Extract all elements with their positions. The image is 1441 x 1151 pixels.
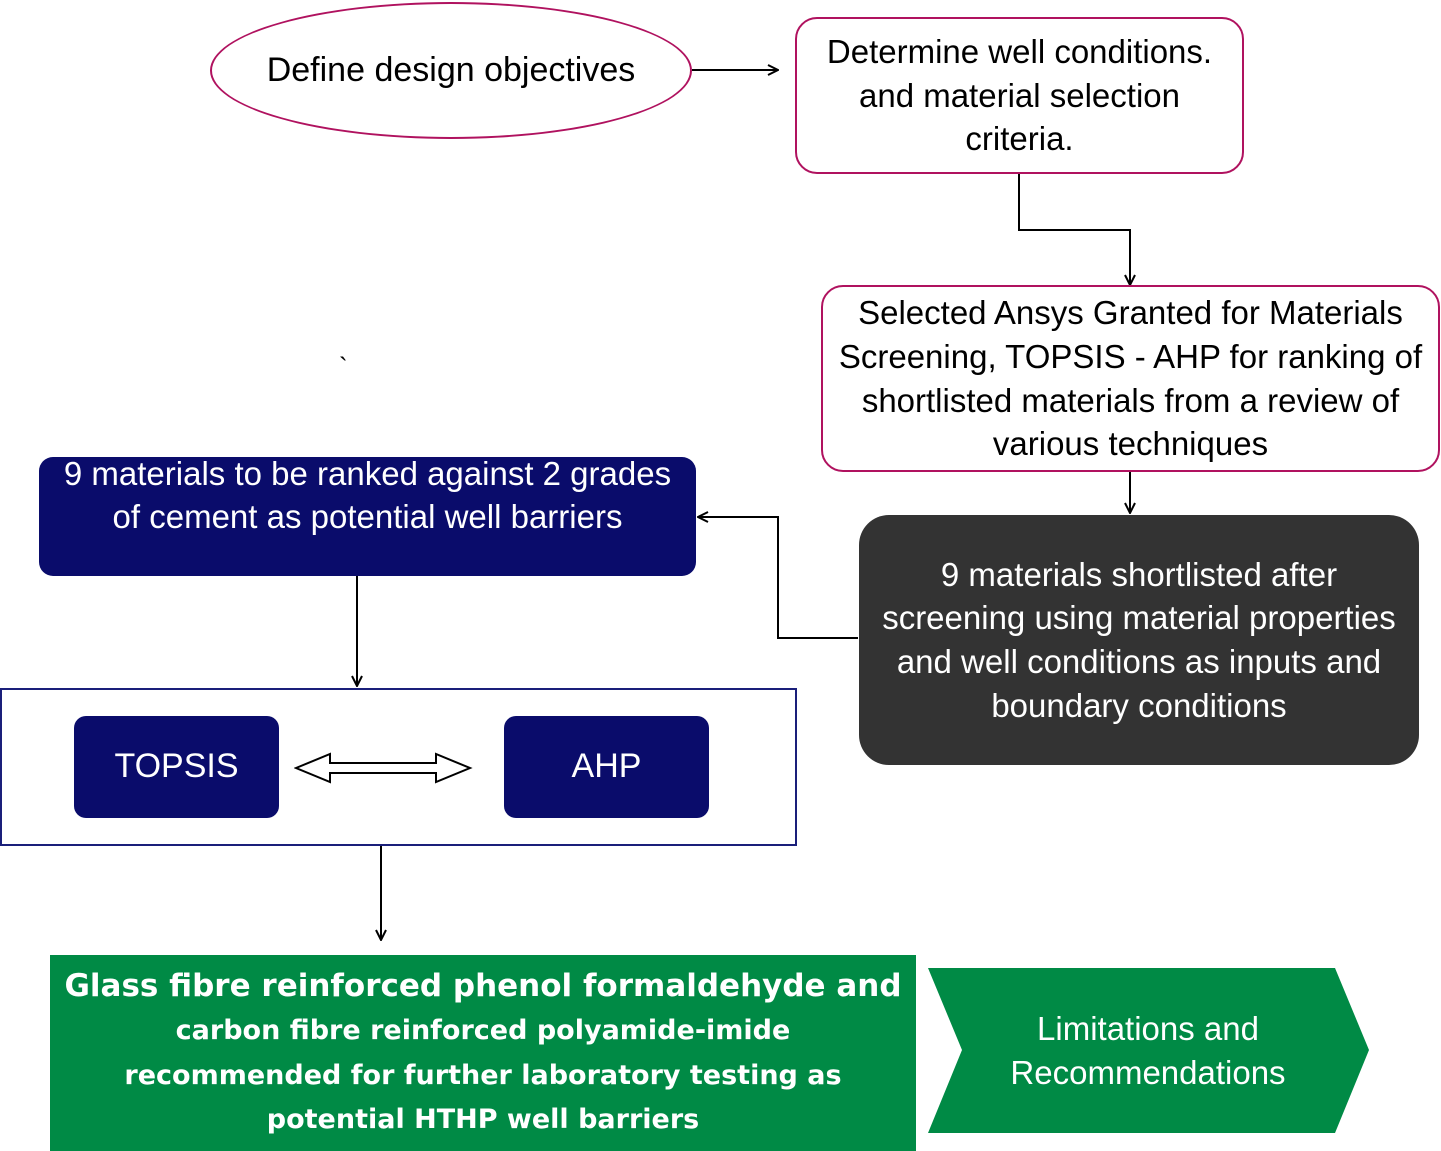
well-conditions-node: Determine well conditions. and material … (795, 17, 1244, 174)
topsis-label: TOPSIS (114, 747, 239, 786)
recommended-line-4: potential HTHP well barriers (266, 1104, 700, 1135)
shortlisted-materials-label: 9 materials shortlisted after screening … (882, 555, 1396, 724)
limitations-node: Limitations and Recommendations (962, 968, 1334, 1134)
limitations-chevron-shape (928, 968, 1369, 1133)
selected-methods-node: Selected Ansys Granted for Materials Scr… (821, 285, 1440, 472)
ahp-label: AHP (571, 747, 642, 786)
arrow-shortlisted-to-ranked (698, 517, 858, 639)
stray-backtick-mark: ` (339, 352, 348, 382)
arrow-conditions-to-methods (1018, 174, 1130, 285)
topsis-node: TOPSIS (74, 716, 279, 818)
ranked-materials-node: 9 materials to be ranked against 2 grade… (39, 455, 696, 576)
well-conditions-label: Determine well conditions. and material … (826, 33, 1213, 158)
bidirectional-arrow-topsis-ahp (294, 752, 473, 784)
define-objectives-label: Define design objectives (266, 50, 636, 89)
recommended-line-2: carbon fibre reinforced polyamide-imide (175, 1015, 791, 1046)
recommended-line-1: Glass fibre reinforced phenol formaldehy… (64, 968, 902, 1004)
recommended-materials-node: Glass fibre reinforced phenol formaldehy… (50, 955, 916, 1151)
limitations-label: Limitations and Recommendations (1010, 1010, 1286, 1091)
ranked-materials-label: 9 materials to be ranked against 2 grade… (63, 455, 672, 535)
define-objectives-node: Define design objectives (210, 2, 692, 139)
selected-methods-label: Selected Ansys Granted for Materials Scr… (838, 294, 1423, 463)
recommended-line-3: recommended for further laboratory testi… (124, 1060, 842, 1091)
shortlisted-materials-node: 9 materials shortlisted after screening … (859, 515, 1419, 765)
ahp-node: AHP (504, 716, 709, 818)
